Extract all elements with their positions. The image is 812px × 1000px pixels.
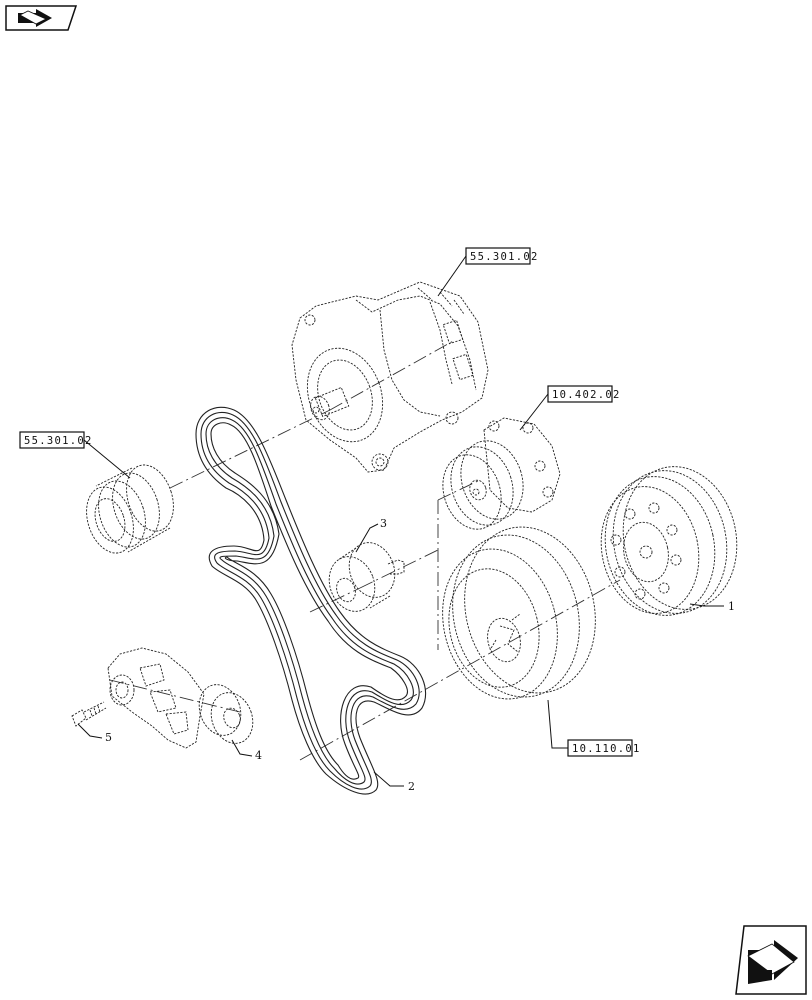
axis-lines — [109, 339, 621, 761]
callout-1-leader — [689, 603, 724, 607]
ref-crank-pulley-label: 10.110.01 — [572, 743, 641, 755]
ref-water-pump[interactable]: 10.402.02 — [547, 385, 621, 403]
callout-3: 3 — [380, 517, 387, 530]
ref-water-pump-label: 10.402.02 — [552, 389, 621, 401]
tensioner-bolt — [71, 701, 107, 727]
callout-5-leader — [77, 723, 103, 739]
next-page-arrow-icon[interactable] — [735, 925, 807, 995]
ref-idler-left[interactable]: 55.301.02 — [19, 431, 93, 449]
callout-2: 2 — [408, 780, 415, 793]
ref-crank-pulley-leader — [547, 699, 568, 749]
ref-idler-left-label: 55.301.02 — [24, 435, 93, 447]
alternator-pulley — [86, 464, 174, 554]
previous-page-arrow-icon[interactable] — [5, 5, 78, 31]
drive-belt — [195, 406, 427, 795]
ref-alternator-leader — [437, 255, 467, 297]
water-pump — [442, 417, 561, 530]
ref-alternator[interactable]: 55.301.02 — [465, 247, 539, 265]
callout-4: 4 — [255, 749, 262, 762]
callout-5: 5 — [105, 731, 112, 744]
ref-water-pump-leader — [519, 393, 549, 431]
ref-alternator-label: 55.301.02 — [470, 251, 539, 263]
belt-tensioner — [107, 647, 254, 749]
callout-4-leader — [231, 739, 253, 757]
ref-crank-pulley[interactable]: 10.110.01 — [567, 739, 641, 757]
callout-1: 1 — [728, 600, 735, 613]
callout-3-leader — [355, 523, 379, 553]
idler-roller — [328, 542, 405, 612]
crankshaft-pulley — [600, 466, 738, 616]
callout-2-leader — [373, 771, 404, 787]
ref-idler-left-leader — [83, 439, 131, 479]
vibration-damper — [442, 526, 596, 700]
alternator — [291, 281, 489, 473]
